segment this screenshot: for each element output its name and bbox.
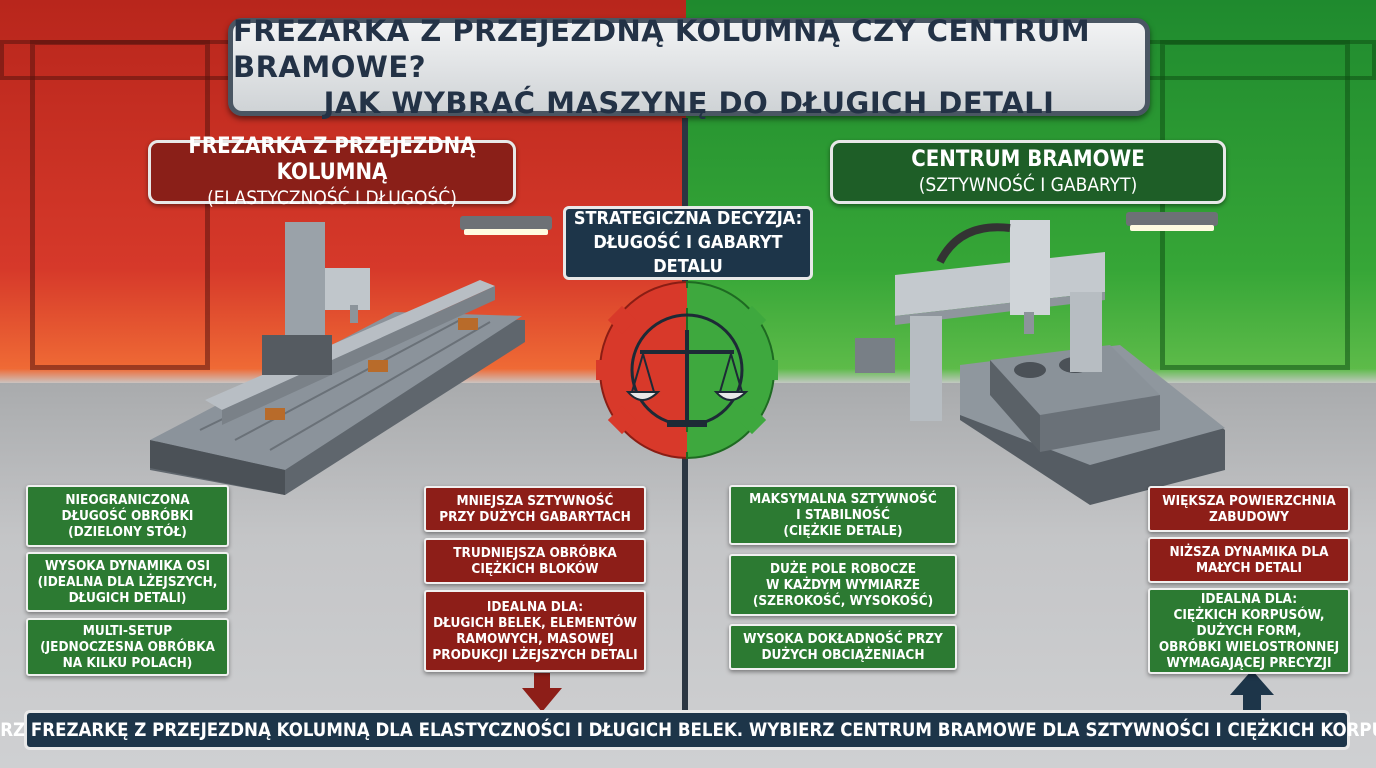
card-text: MULTI-SETUP <box>82 623 173 639</box>
right-con-card: WIĘKSZA POWIERZCHNIA ZABUDOWY <box>1148 486 1350 532</box>
right-heading-title: CENTRUM BRAMOWE <box>911 147 1145 172</box>
card-text: DŁUGOŚĆ OBRÓBKI <box>61 508 194 524</box>
card-text: W KAŻDYM WYMIARZE <box>765 577 921 593</box>
card-text: TRUDNIEJSZA OBRÓBKA <box>453 545 617 561</box>
card-text: DUŻYCH FORM, <box>1196 623 1302 639</box>
card-text: NIŻSZA DYNAMIKA DLA <box>1169 544 1329 560</box>
right-con-card-ideal: IDEALNA DLA: CIĘŻKICH KORPUSÓW, DUŻYCH F… <box>1148 588 1350 674</box>
traveling-column-machine-icon <box>150 222 525 495</box>
card-text: ZABUDOWY <box>1209 509 1289 525</box>
decision-line-2: DŁUGOŚĆ I GABARYT DETALU <box>593 232 783 277</box>
card-text: MNIEJSZA SZTYWNOŚĆ <box>456 493 614 509</box>
card-text: (SZEROKOŚĆ, WYSOKOŚĆ) <box>752 593 934 609</box>
down-arrow-icon <box>522 673 562 712</box>
title-line-2: JAK WYBRAĆ MASZYNĘ DO DŁUGICH DETALI <box>323 86 1055 120</box>
left-con-card: IDEALNA DLA: DŁUGICH BELEK, ELEMENTÓW RA… <box>424 590 646 672</box>
right-heading-subtitle: (SZTYWNOŚĆ I GABARYT) <box>918 174 1138 196</box>
card-text: NIEOGRANICZONA <box>65 492 190 508</box>
card-text: DUŻE POLE ROBOCZE <box>769 561 917 577</box>
up-arrow-icon <box>1230 670 1274 710</box>
decision-line-1: STRATEGICZNA DECYZJA: <box>573 208 803 229</box>
card-text: PRZY DUŻYCH GABARYTACH <box>439 509 631 525</box>
card-text: (IDEALNA DLA LŻEJSZYCH, <box>37 574 218 590</box>
card-text: WYSOKA DOKŁADNOŚĆ PRZY <box>743 631 943 647</box>
card-text: DŁUGICH DETALI) <box>68 590 187 606</box>
left-con-card: MNIEJSZA SZTYWNOŚĆ PRZY DUŻYCH GABARYTAC… <box>424 486 646 532</box>
title-line-1: FREZARKA Z PRZEJEZDNĄ KOLUMNĄ CZY CENTRU… <box>233 14 1091 84</box>
left-con-card: TRUDNIEJSZA OBRÓBKA CIĘŻKICH BLOKÓW <box>424 538 646 584</box>
card-text: WIĘKSZA POWIERZCHNIA <box>1162 493 1336 509</box>
card-text: WYSOKA DYNAMIKA OSI <box>45 558 210 574</box>
card-text: CIĘŻKICH KORPUSÓW, <box>1173 607 1325 623</box>
gantry-machine-icon <box>855 220 1225 505</box>
card-text: WYMAGAJĄCEJ PRECYZJI <box>1166 655 1332 671</box>
summary-text: WYBIERZ FREZARKĘ Z PRZEJEZDNĄ KOLUMNĄ DL… <box>0 719 1376 741</box>
right-heading: CENTRUM BRAMOWE (SZTYWNOŚĆ I GABARYT) <box>830 140 1226 204</box>
summary-bar: WYBIERZ FREZARKĘ Z PRZEJEZDNĄ KOLUMNĄ DL… <box>0 710 1376 750</box>
card-text: (CIĘŻKIE DETALE) <box>783 523 903 539</box>
card-text: RAMOWYCH, MASOWEJ <box>456 631 614 647</box>
left-heading: FREZARKA Z PRZEJEZDNĄ KOLUMNĄ (ELASTYCZN… <box>148 134 516 209</box>
left-pro-card: MULTI-SETUP (JEDNOCZESNA OBRÓBKA NA KILK… <box>26 618 229 676</box>
right-con-card: NIŻSZA DYNAMIKA DLA MAŁYCH DETALI <box>1148 537 1350 583</box>
left-pro-card: NIEOGRANICZONA DŁUGOŚĆ OBRÓBKI (DZIELONY… <box>26 485 229 547</box>
title-banner: FREZARKA Z PRZEJEZDNĄ KOLUMNĄ CZY CENTRU… <box>228 14 1150 120</box>
card-text: IDEALNA DLA: <box>486 599 584 615</box>
lamp-left-icon <box>460 216 552 235</box>
right-pro-card: WYSOKA DOKŁADNOŚĆ PRZY DUŻYCH OBCIĄŻENIA… <box>729 624 957 670</box>
lamp-right-icon <box>1126 212 1218 231</box>
decision-box: STRATEGICZNA DECYZJA: DŁUGOŚĆ I GABARYT … <box>563 206 813 280</box>
card-text: I STABILNOŚĆ <box>796 507 890 523</box>
card-text: IDEALNA DLA: <box>1200 591 1298 607</box>
card-text: (JEDNOCZESNA OBRÓBKA <box>40 639 215 655</box>
card-text: MAKSYMALNA SZTYWNOŚĆ <box>749 491 937 507</box>
left-pro-card: WYSOKA DYNAMIKA OSI (IDEALNA DLA LŻEJSZY… <box>26 552 229 612</box>
left-heading-subtitle: (ELASTYCZNOŚĆ I DŁUGOŚĆ) <box>207 187 457 209</box>
card-text: CIĘŻKICH BLOKÓW <box>471 561 599 577</box>
balance-gear-icon <box>596 280 778 460</box>
card-text: DUŻYCH OBCIĄŻENIACH <box>761 647 925 663</box>
card-text: OBRÓBKI WIELOSTRONNEJ <box>1158 639 1340 655</box>
card-text: (DZIELONY STÓŁ) <box>68 524 187 540</box>
right-pro-card: DUŻE POLE ROBOCZE W KAŻDYM WYMIARZE (SZE… <box>729 554 957 616</box>
card-text: MAŁYCH DETALI <box>1195 560 1303 576</box>
card-text: PRODUKCJI LŻEJSZYCH DETALI <box>432 647 638 663</box>
card-text: DŁUGICH BELEK, ELEMENTÓW <box>433 615 637 631</box>
left-heading-title: FREZARKA Z PRZEJEZDNĄ KOLUMNĄ <box>188 134 476 185</box>
right-pro-card: MAKSYMALNA SZTYWNOŚĆ I STABILNOŚĆ (CIĘŻK… <box>729 485 957 545</box>
card-text: NA KILKU POLACH) <box>62 655 193 671</box>
